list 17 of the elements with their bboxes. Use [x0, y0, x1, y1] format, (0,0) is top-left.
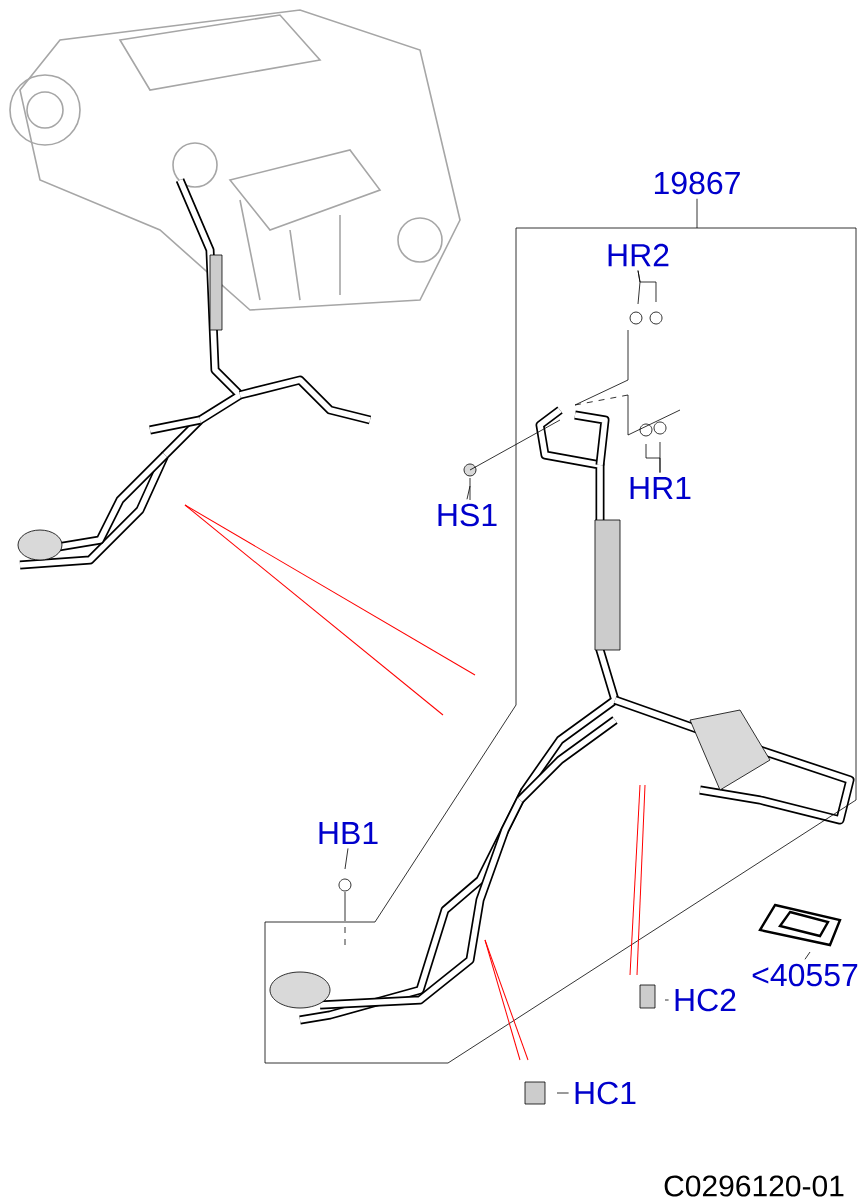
part-label: HS1 — [438, 503, 497, 527]
part-label: HB1 — [319, 822, 378, 844]
part-label: HC1 — [575, 1081, 636, 1105]
part-label: HR2 — [608, 243, 669, 267]
leader-line — [466, 485, 471, 500]
leader-line — [664, 999, 669, 1001]
part-label: HC2 — [675, 988, 736, 1012]
part-label: 19867 — [654, 171, 740, 195]
leader-line — [344, 848, 349, 870]
leader-line — [696, 198, 698, 229]
leader-line — [659, 441, 661, 473]
leader-line — [804, 951, 811, 960]
part-label: HR1 — [630, 477, 691, 499]
drawing-number: C0296120-01 — [664, 1175, 844, 1197]
part-label: <40557 — [752, 963, 858, 987]
leader-line — [556, 1092, 569, 1094]
leader-line — [637, 270, 657, 303]
